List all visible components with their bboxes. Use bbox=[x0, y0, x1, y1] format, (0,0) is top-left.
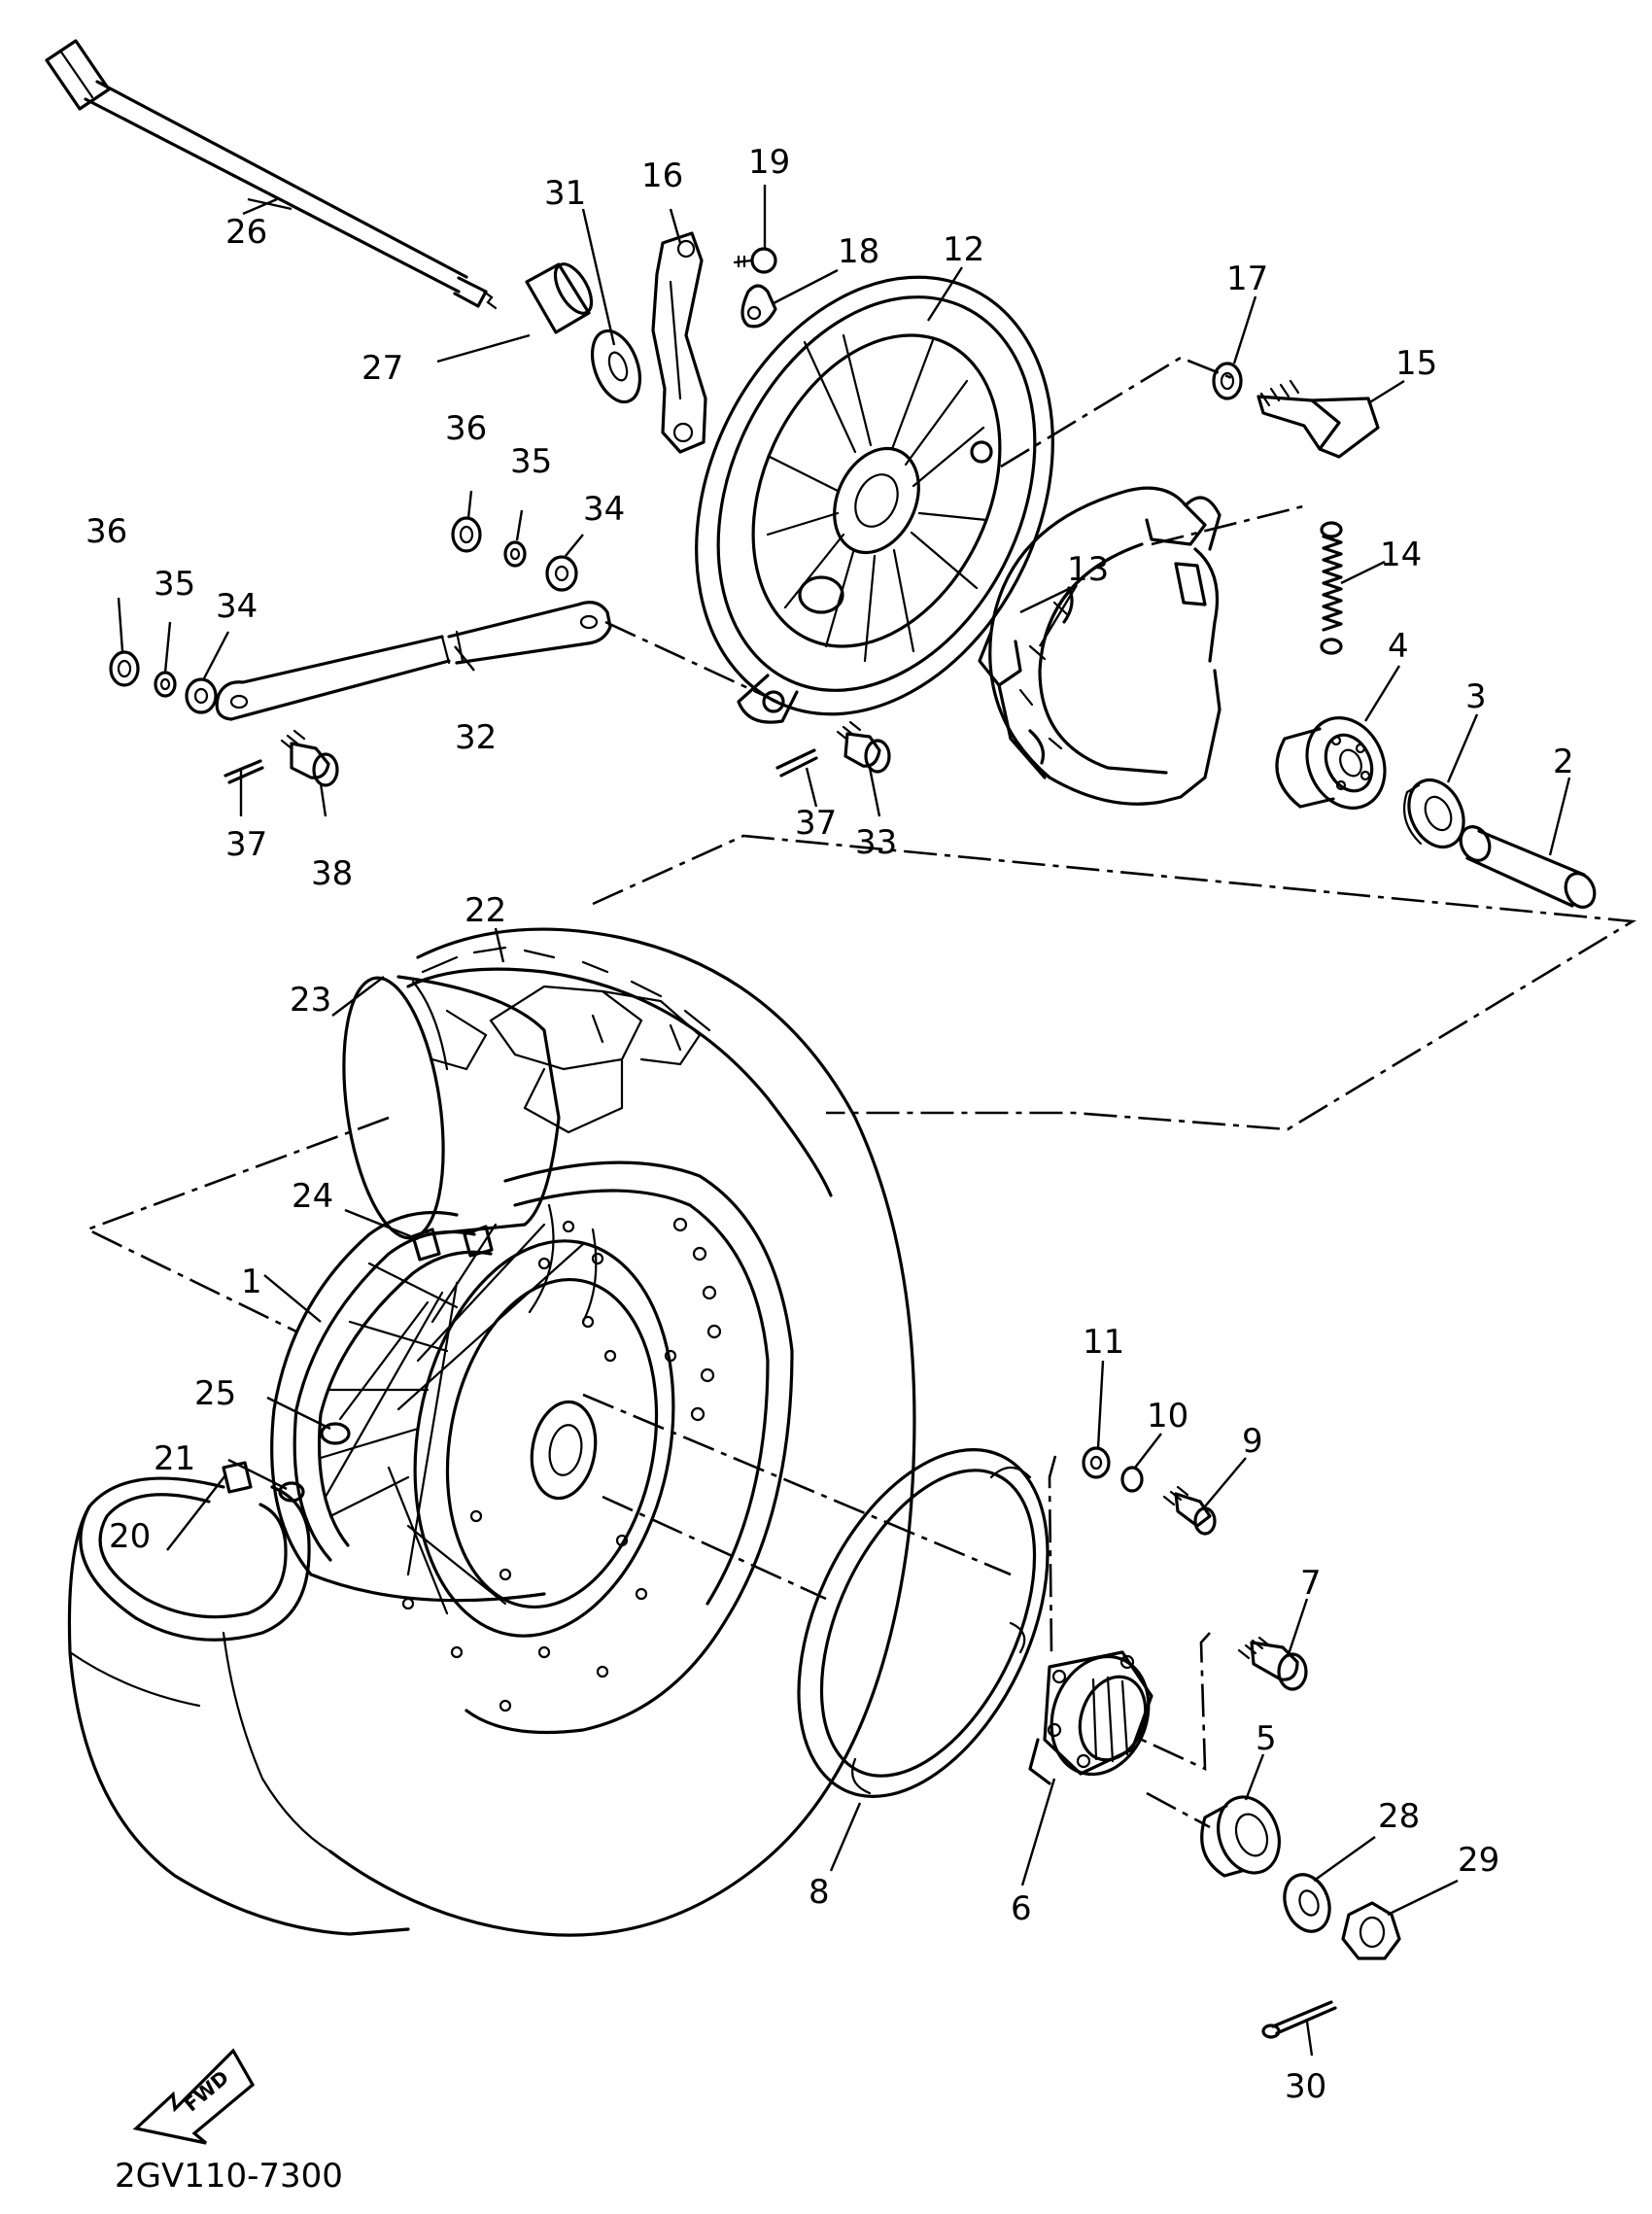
part-collar bbox=[525, 262, 594, 334]
label-16: 16 bbox=[641, 156, 683, 195]
label-24: 24 bbox=[292, 1177, 333, 1216]
label-17: 17 bbox=[1226, 259, 1268, 298]
label-6: 6 bbox=[1011, 1889, 1032, 1928]
label-1: 1 bbox=[241, 1263, 262, 1301]
label-21: 21 bbox=[154, 1439, 195, 1478]
part-labels: 1 2 3 4 5 6 7 8 9 10 11 12 13 14 15 16 1… bbox=[86, 143, 1574, 2106]
part-bolt-7 bbox=[1237, 1636, 1308, 1691]
label-34-b: 34 bbox=[583, 490, 625, 529]
label-32: 32 bbox=[455, 718, 497, 757]
label-19: 19 bbox=[748, 143, 790, 182]
label-8: 8 bbox=[809, 1873, 830, 1912]
label-11: 11 bbox=[1083, 1323, 1124, 1362]
part-washer-28 bbox=[1283, 1873, 1331, 1933]
part-bearing-4 bbox=[1275, 716, 1387, 810]
leader-lines bbox=[117, 185, 1571, 2057]
label-23: 23 bbox=[290, 981, 331, 1020]
part-bolt-33 bbox=[836, 720, 891, 774]
label-36-b: 36 bbox=[445, 409, 487, 448]
label-36-a: 36 bbox=[86, 512, 127, 551]
part-hub-fittings bbox=[278, 1422, 351, 1503]
part-brake-lever bbox=[651, 231, 707, 454]
part-bearing-5 bbox=[1200, 1795, 1281, 1878]
label-5: 5 bbox=[1256, 1719, 1277, 1758]
label-2: 2 bbox=[1553, 743, 1574, 781]
label-26: 26 bbox=[225, 213, 267, 252]
label-29: 29 bbox=[1458, 1841, 1499, 1880]
label-27: 27 bbox=[361, 349, 403, 388]
part-tension-bar bbox=[215, 601, 612, 721]
part-brake-shoes bbox=[978, 486, 1222, 806]
label-9: 9 bbox=[1242, 1422, 1263, 1461]
part-cast-wheel-hub bbox=[270, 1160, 794, 1735]
part-disc-hardware bbox=[1082, 1446, 1217, 1536]
part-inner-tube bbox=[67, 1461, 410, 1936]
part-bolt-38 bbox=[280, 729, 339, 787]
part-small-hardware bbox=[109, 516, 578, 714]
label-10: 10 bbox=[1147, 1397, 1188, 1436]
label-33: 33 bbox=[855, 823, 897, 862]
label-7: 7 bbox=[1300, 1564, 1322, 1603]
label-18: 18 bbox=[838, 232, 879, 271]
label-4: 4 bbox=[1388, 627, 1409, 666]
part-washer-31 bbox=[590, 329, 642, 404]
label-34-a: 34 bbox=[216, 587, 258, 626]
label-30: 30 bbox=[1285, 2067, 1326, 2106]
label-13: 13 bbox=[1067, 550, 1109, 589]
diagram-code: 2GV110-7300 bbox=[115, 2157, 343, 2196]
label-31: 31 bbox=[544, 174, 586, 213]
part-spacer-2 bbox=[1459, 825, 1597, 909]
part-wear-indicator bbox=[740, 284, 777, 329]
label-35-a: 35 bbox=[154, 565, 195, 604]
part-tire bbox=[328, 927, 916, 1937]
part-return-spring bbox=[1320, 521, 1343, 655]
label-25: 25 bbox=[194, 1374, 236, 1413]
label-37-a: 37 bbox=[225, 825, 267, 864]
part-brake-shoe-plate bbox=[695, 275, 1054, 724]
part-dust-cover bbox=[797, 1448, 1050, 1798]
part-balance-weight bbox=[411, 1225, 494, 1262]
front-direction-arrow: FWD bbox=[132, 2048, 256, 2145]
part-cotter-pin-30 bbox=[1261, 2000, 1337, 2039]
part-nut-17 bbox=[1212, 362, 1243, 400]
label-35-b: 35 bbox=[510, 442, 552, 481]
part-axle-nut bbox=[1341, 1901, 1401, 1960]
label-37-b: 37 bbox=[795, 804, 837, 843]
assembly-lines bbox=[84, 356, 1637, 1829]
part-camshaft bbox=[1256, 379, 1380, 459]
part-oil-seal-3 bbox=[1403, 778, 1465, 849]
label-12: 12 bbox=[943, 230, 984, 269]
label-15: 15 bbox=[1395, 344, 1437, 383]
label-28: 28 bbox=[1378, 1797, 1420, 1836]
label-14: 14 bbox=[1380, 536, 1422, 574]
part-bolt-19 bbox=[733, 247, 777, 274]
label-38: 38 bbox=[311, 854, 353, 893]
part-axle bbox=[45, 39, 498, 310]
label-22: 22 bbox=[465, 891, 506, 930]
label-3: 3 bbox=[1465, 677, 1487, 716]
part-cotter-pins bbox=[224, 748, 818, 784]
part-clutch-hub bbox=[1028, 1650, 1153, 1785]
label-20: 20 bbox=[109, 1517, 151, 1556]
